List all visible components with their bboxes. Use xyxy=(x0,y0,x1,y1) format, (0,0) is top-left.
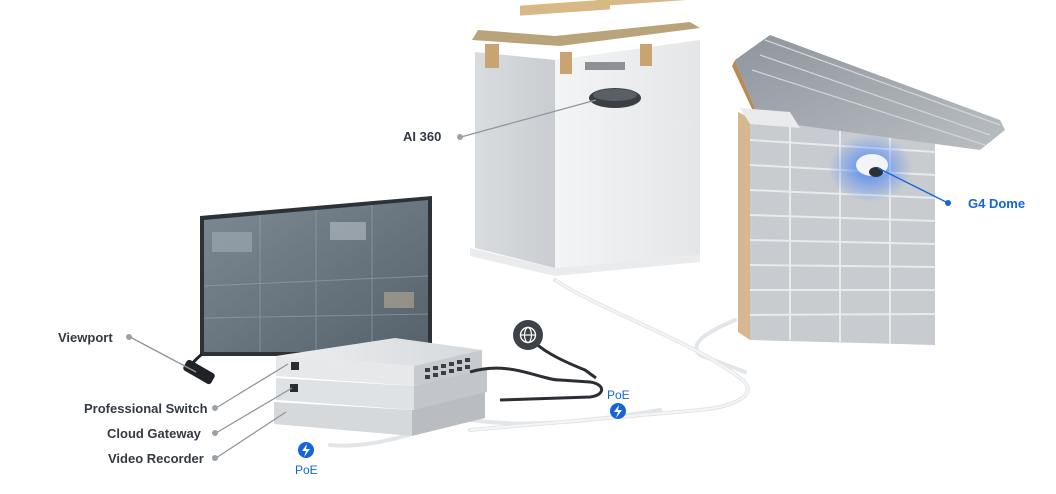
cloud-gateway-label: Cloud Gateway xyxy=(107,426,201,441)
globe-icon xyxy=(513,320,543,350)
house-wall xyxy=(732,35,1005,345)
poe-label-left: PoE xyxy=(295,463,318,477)
poe-label-right: PoE xyxy=(607,388,630,402)
ai360-label: AI 360 xyxy=(403,129,442,144)
g4-dome-label-dot xyxy=(945,200,951,206)
ai360-label-dot xyxy=(457,134,463,140)
viewport-device xyxy=(183,352,215,385)
leader-lines xyxy=(129,99,597,459)
video-recorder-label: Video Recorder xyxy=(108,451,204,466)
lightning-bolt-icon xyxy=(298,442,314,458)
switch-label-dot xyxy=(212,405,218,411)
viewport-label-dot xyxy=(126,334,132,340)
professional-switch-label: Professional Switch xyxy=(84,401,208,416)
gateway-label-dot xyxy=(212,430,218,436)
cable-ai360 xyxy=(468,278,750,432)
cable-internet xyxy=(469,366,604,402)
cable-g4dome xyxy=(694,318,747,374)
equipment-stack xyxy=(274,338,487,436)
g4-dome-label: G4 Dome xyxy=(968,196,1026,211)
ai360-pillar xyxy=(470,0,700,276)
viewport-label: Viewport xyxy=(58,330,113,345)
recorder-label-dot xyxy=(212,455,218,461)
monitor xyxy=(200,196,432,356)
lightning-bolt-icon xyxy=(610,403,626,419)
